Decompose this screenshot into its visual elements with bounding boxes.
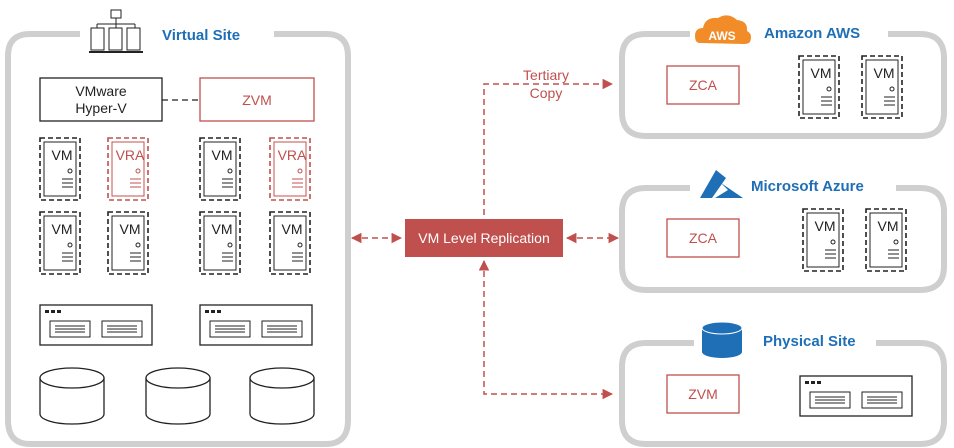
vm-label: VM — [815, 218, 836, 234]
azure-zca-box — [666, 218, 740, 258]
vm-label: VM — [874, 65, 895, 81]
database-icon — [701, 321, 743, 358]
vra-label: VRA — [278, 147, 307, 163]
storage-array-icon — [39, 304, 153, 346]
aws-title: Amazon AWS — [764, 25, 860, 42]
zvm-label: ZVM — [242, 92, 272, 108]
hypervisor-label-line2: Hyper-V — [75, 100, 127, 116]
vm-label: VM — [212, 221, 233, 237]
vm-label: VM — [282, 221, 303, 237]
vm-label: VM — [212, 147, 233, 163]
replication-connectors — [350, 78, 620, 400]
azure-panel: Microsoft Azure ZCA VM VM — [619, 170, 947, 293]
hypervisor-label-line1: VMware — [75, 83, 127, 99]
servers-icon — [89, 9, 143, 53]
disk-icon — [39, 367, 105, 425]
aws-zca-box — [666, 65, 740, 105]
virtual-site-panel: Virtual Site VMware Hyper-V ZVM VM VRA V… — [5, 9, 351, 447]
physical-site-title: Physical Site — [763, 333, 856, 350]
azure-title: Microsoft Azure — [751, 178, 864, 195]
storage-array-icon — [199, 304, 313, 346]
aws-zca-label: ZCA — [689, 77, 718, 93]
zvm-box — [199, 77, 315, 122]
vra-label: VRA — [116, 147, 145, 163]
virtual-site-title: Virtual Site — [162, 27, 240, 44]
disk-icon — [145, 367, 211, 425]
storage-array-icon — [799, 375, 913, 417]
physical-site-panel: Physical Site ZVM — [619, 321, 947, 447]
vm-label: VM — [811, 65, 832, 81]
vm-label: VM — [878, 218, 899, 234]
tertiary-copy-label-line2: Copy — [530, 85, 563, 101]
vm-label: VM — [120, 221, 141, 237]
tertiary-copy-label-line1: Tertiary — [523, 67, 569, 83]
aws-panel: AWS Amazon AWS ZCA VM VM — [619, 15, 947, 139]
vm-level-replication-label: VM Level Replication — [418, 230, 550, 246]
azure-logo-icon — [700, 170, 743, 198]
physical-zvm-label: ZVM — [688, 386, 718, 402]
vm-level-replication-box — [405, 219, 563, 257]
hypervisor-box — [39, 77, 163, 122]
vm-label: VM — [52, 147, 73, 163]
physical-zvm-box — [666, 374, 740, 414]
vm-label: VM — [52, 221, 73, 237]
azure-zca-label: ZCA — [689, 230, 718, 246]
aws-logo-icon: AWS — [695, 15, 751, 44]
aws-logo-text: AWS — [708, 29, 735, 43]
disk-icon — [249, 367, 315, 425]
